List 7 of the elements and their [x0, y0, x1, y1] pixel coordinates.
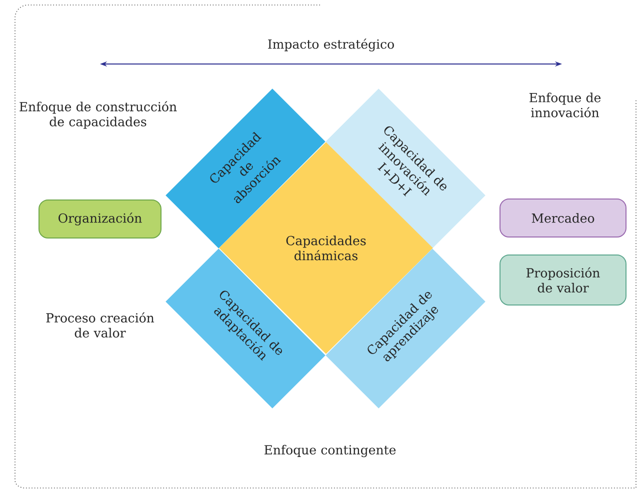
rounded-box: Mercadeo: [500, 198, 626, 238]
side-label: Enfoque de innovación: [530, 92, 601, 118]
side-label: Impacto estratégico: [268, 38, 394, 52]
rounded-box: Proposición de valor: [500, 254, 626, 306]
rounded-box: Organización: [38, 200, 162, 238]
side-label: Proceso creación de valor: [46, 312, 154, 338]
side-label: Enfoque contingente: [264, 444, 396, 458]
